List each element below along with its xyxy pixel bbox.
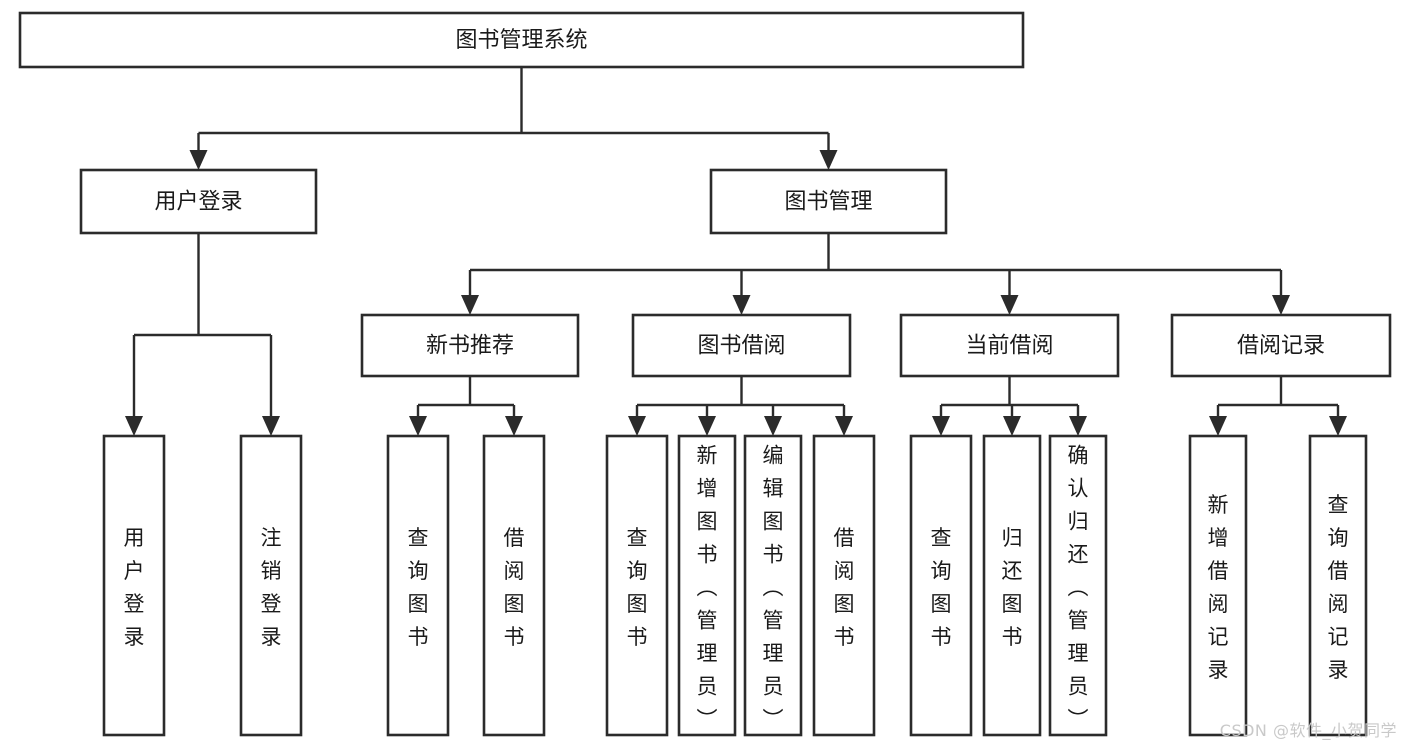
node-box-leaf-query-book-borrow[interactable] <box>605 434 669 737</box>
node-label-leaf-return-book: 归还图书 <box>1002 526 1023 649</box>
node-box-leaf-query-book-recommend[interactable] <box>386 434 450 737</box>
node-box-user-login[interactable] <box>79 168 318 235</box>
node-label-leaf-query-book-recommend: 查询图书 <box>408 526 429 649</box>
connector-group-book-manage <box>461 233 1290 315</box>
node-box-leaf-user-login[interactable] <box>102 434 166 737</box>
node-box-leaf-add-borrow-record[interactable] <box>1188 434 1248 737</box>
arrow-head <box>1209 416 1227 436</box>
connector-group-borrow-record <box>1209 376 1347 436</box>
node-box-leaf-query-borrow-record[interactable] <box>1308 434 1368 737</box>
connector-group-book-borrow <box>628 376 853 436</box>
node-label-leaf-edit-book-admin: 编辑图书︵管理员︶ <box>763 444 784 732</box>
node-leaf-confirm-return-admin[interactable]: 确认归还︵管理员︶ <box>1048 434 1108 737</box>
node-label-book-borrow: 图书借阅 <box>697 334 785 359</box>
node-leaf-add-book-admin[interactable]: 新增图书︵管理员︶ <box>677 434 737 737</box>
arrow-head <box>189 150 208 170</box>
connectors-layer <box>125 67 1347 436</box>
node-label-root: 图书管理系统 <box>455 28 587 53</box>
node-label-leaf-user-login: 用户登录 <box>124 526 145 649</box>
arrow-head <box>1329 416 1347 436</box>
node-root[interactable]: 图书管理系统 <box>18 11 1025 69</box>
arrow-head <box>1069 416 1087 436</box>
node-leaf-query-book-borrow[interactable]: 查询图书 <box>605 434 669 737</box>
node-leaf-borrow-book-recommend[interactable]: 借阅图书 <box>482 434 546 737</box>
node-label-current-borrow: 当前借阅 <box>965 334 1053 359</box>
arrow-head <box>932 416 950 436</box>
node-label-user-login: 用户登录 <box>154 190 242 215</box>
arrow-head <box>1003 416 1021 436</box>
arrow-head <box>505 416 523 436</box>
connector-group-root <box>189 67 838 170</box>
node-box-leaf-confirm-return-admin[interactable] <box>1048 434 1108 737</box>
node-box-leaf-logout-login[interactable] <box>239 434 303 737</box>
node-box-leaf-edit-book-admin[interactable] <box>743 434 803 737</box>
node-book-borrow[interactable]: 图书借阅 <box>631 313 852 378</box>
node-label-borrow-record: 借阅记录 <box>1237 334 1325 359</box>
arrow-head <box>732 295 751 315</box>
arrow-head <box>835 416 853 436</box>
node-book-manage[interactable]: 图书管理 <box>709 168 948 235</box>
node-label-new-book-recommend: 新书推荐 <box>426 334 514 359</box>
node-borrow-record[interactable]: 借阅记录 <box>1170 313 1392 378</box>
arrow-head <box>1000 295 1019 315</box>
node-leaf-query-borrow-record[interactable]: 查询借阅记录 <box>1308 434 1368 737</box>
connector-group-new-book-recommend <box>409 376 523 436</box>
node-leaf-add-borrow-record[interactable]: 新增借阅记录 <box>1188 434 1248 737</box>
arrow-head <box>764 416 782 436</box>
node-label-leaf-query-book-borrow: 查询图书 <box>627 526 648 649</box>
node-box-book-borrow[interactable] <box>631 313 852 378</box>
arrow-head <box>461 295 479 315</box>
node-leaf-query-book-recommend[interactable]: 查询图书 <box>386 434 450 737</box>
node-label-leaf-query-book-current: 查询图书 <box>931 526 952 649</box>
arrow-head <box>262 416 280 436</box>
node-label-leaf-logout-login: 注销登录 <box>261 526 282 649</box>
node-box-book-manage[interactable] <box>709 168 948 235</box>
node-label-leaf-add-book-admin: 新增图书︵管理员︶ <box>697 444 718 732</box>
nodes-layer: 图书管理系统用户登录图书管理新书推荐图书借阅当前借阅借阅记录用户登录注销登录查询… <box>18 11 1392 737</box>
arrow-head <box>125 416 143 436</box>
arrow-head <box>409 416 427 436</box>
node-leaf-user-login[interactable]: 用户登录 <box>102 434 166 737</box>
node-box-current-borrow[interactable] <box>899 313 1120 378</box>
arrow-head <box>1272 295 1290 315</box>
node-label-leaf-add-borrow-record: 新增借阅记录 <box>1208 493 1229 682</box>
node-label-leaf-borrow-book-recommend: 借阅图书 <box>504 526 525 649</box>
node-label-book-manage: 图书管理 <box>784 190 872 215</box>
node-new-book-recommend[interactable]: 新书推荐 <box>360 313 580 378</box>
node-box-leaf-borrow-book[interactable] <box>812 434 876 737</box>
node-leaf-logout-login[interactable]: 注销登录 <box>239 434 303 737</box>
node-current-borrow[interactable]: 当前借阅 <box>899 313 1120 378</box>
node-user-login[interactable]: 用户登录 <box>79 168 318 235</box>
node-leaf-borrow-book[interactable]: 借阅图书 <box>812 434 876 737</box>
node-label-leaf-borrow-book: 借阅图书 <box>834 526 855 649</box>
node-leaf-edit-book-admin[interactable]: 编辑图书︵管理员︶ <box>743 434 803 737</box>
node-leaf-query-book-current[interactable]: 查询图书 <box>909 434 973 737</box>
arrow-head <box>698 416 716 436</box>
connector-group-user-login <box>125 233 280 436</box>
node-label-leaf-query-borrow-record: 查询借阅记录 <box>1328 493 1349 682</box>
connector-group-current-borrow <box>932 376 1087 436</box>
node-box-new-book-recommend[interactable] <box>360 313 580 378</box>
node-box-borrow-record[interactable] <box>1170 313 1392 378</box>
node-box-leaf-borrow-book-recommend[interactable] <box>482 434 546 737</box>
node-label-leaf-confirm-return-admin: 确认归还︵管理员︶ <box>1068 444 1089 732</box>
arrow-head <box>628 416 646 436</box>
arrow-head <box>819 150 838 170</box>
node-box-leaf-query-book-current[interactable] <box>909 434 973 737</box>
node-box-root[interactable] <box>18 11 1025 69</box>
node-box-leaf-return-book[interactable] <box>982 434 1042 737</box>
node-leaf-return-book[interactable]: 归还图书 <box>982 434 1042 737</box>
node-box-leaf-add-book-admin[interactable] <box>677 434 737 737</box>
